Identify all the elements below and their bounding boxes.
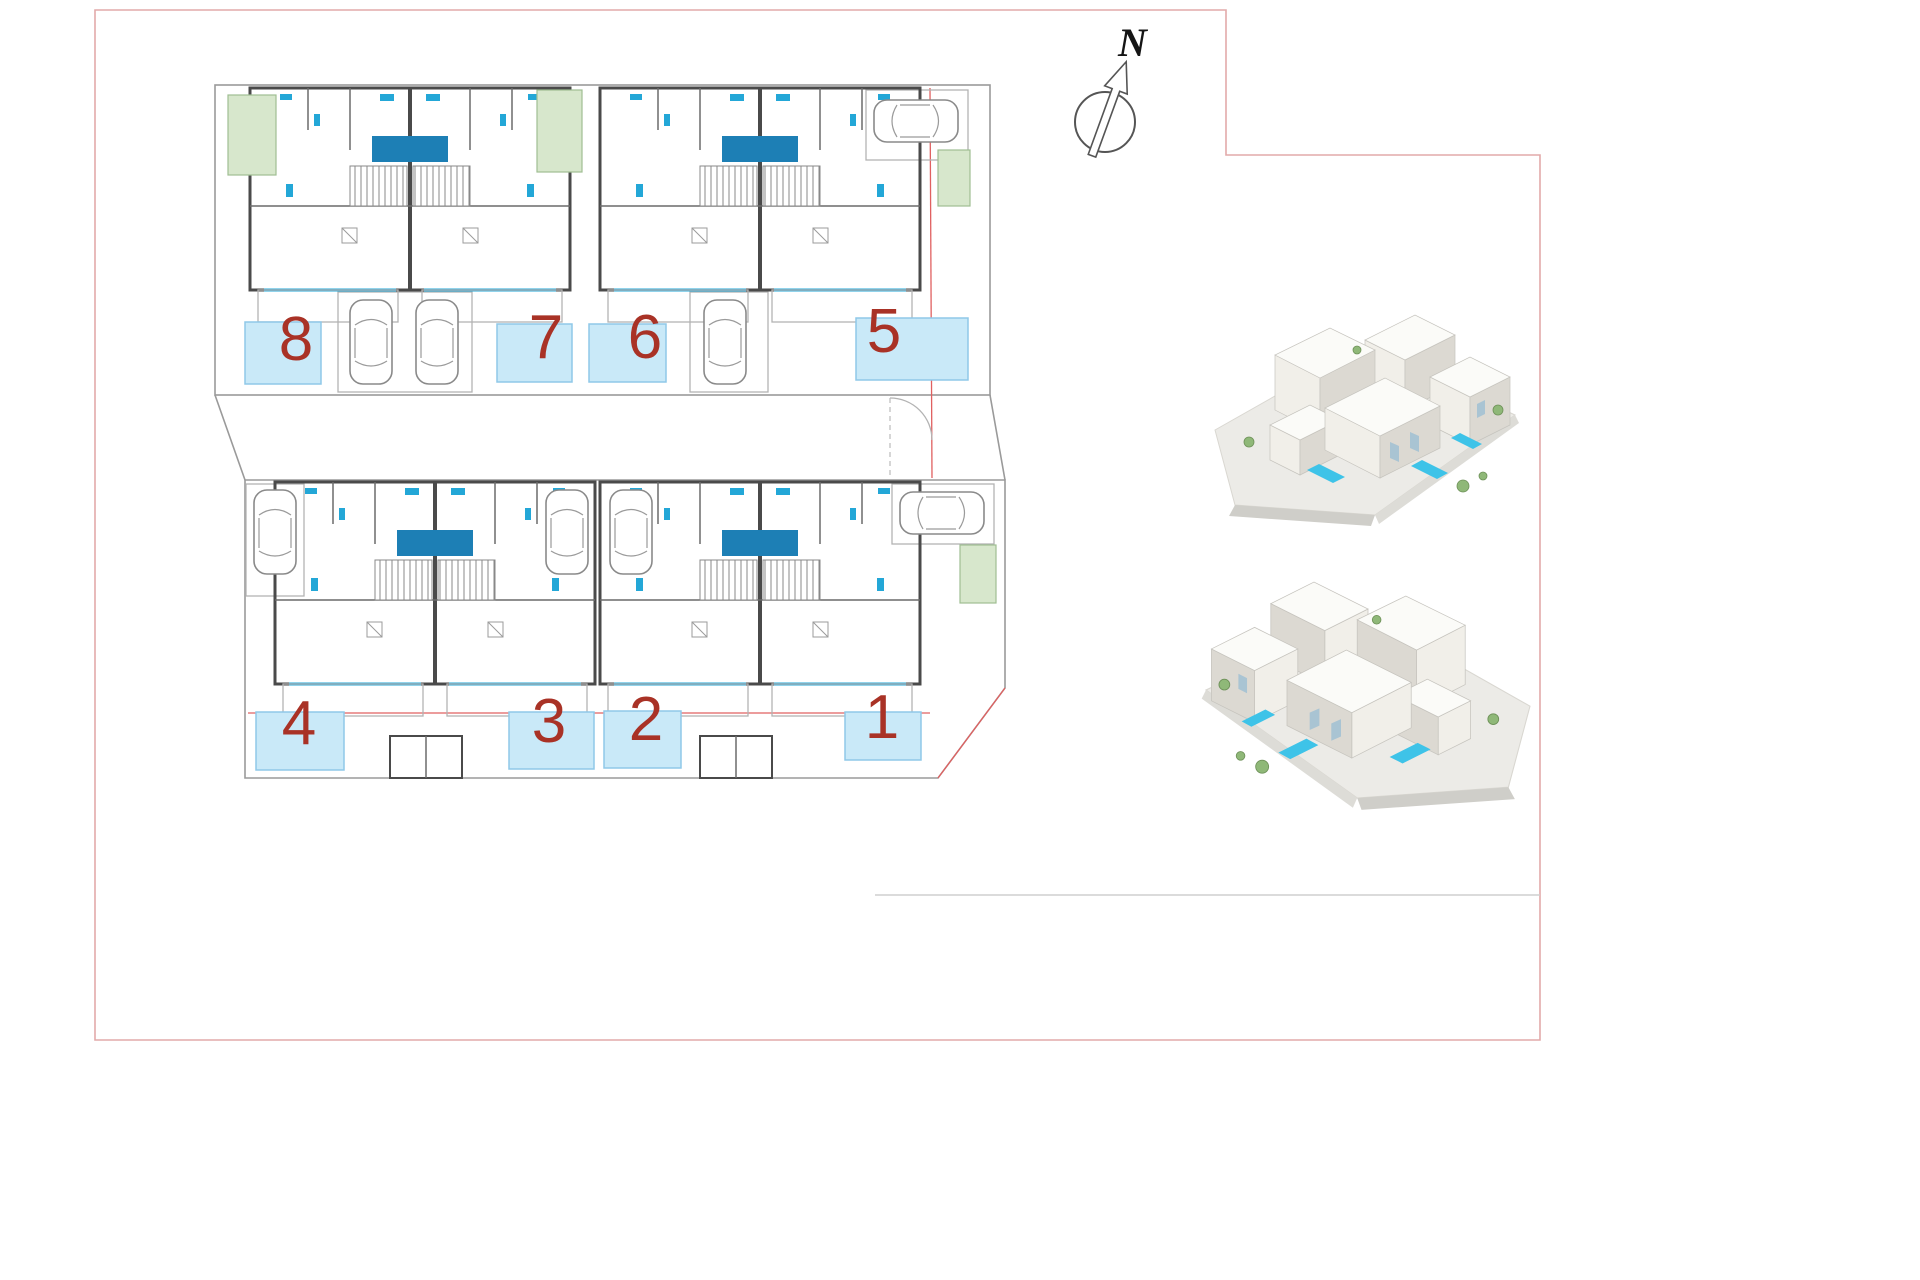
building-units-8-7 xyxy=(248,86,572,324)
pool-unit-7 xyxy=(496,323,573,383)
floor-plan: 8 7 6 5 4 3 2 1 xyxy=(214,84,1006,779)
garage-bay xyxy=(891,483,995,545)
villa-3d-render-top xyxy=(1214,314,1520,527)
pool-unit-1 xyxy=(844,711,922,761)
car-icon xyxy=(545,489,589,575)
car-icon xyxy=(253,489,297,575)
pool-unit-8 xyxy=(244,321,322,385)
pool-unit-6 xyxy=(588,323,667,383)
unit-3-label: 3 xyxy=(532,687,566,756)
unit-8-label: 8 xyxy=(279,305,313,374)
garage-bay xyxy=(337,291,473,393)
garden-patch xyxy=(959,544,997,604)
pool-unit-4 xyxy=(255,711,345,771)
garden-patch xyxy=(937,149,971,207)
north-compass: N xyxy=(1074,20,1149,159)
plot-edge-right xyxy=(989,394,1006,481)
unit-7-label: 7 xyxy=(529,303,563,372)
building-units-6-5 xyxy=(598,86,922,324)
pool-unit-5 xyxy=(855,317,969,381)
car-icon xyxy=(899,491,985,535)
plot-edge-left xyxy=(214,394,246,481)
garden-patch xyxy=(536,89,583,173)
car-icon xyxy=(609,489,653,575)
red-property-line-diagonal xyxy=(937,687,1006,779)
outbuilding xyxy=(699,735,773,779)
car-icon xyxy=(349,299,393,385)
garden-patch xyxy=(227,94,277,176)
unit-6-label: 6 xyxy=(628,303,662,372)
garage-bay xyxy=(865,89,969,161)
unit-1-label: 1 xyxy=(865,683,899,752)
outer-boundary-line xyxy=(94,9,1541,1041)
garage-bay xyxy=(689,291,769,393)
unit-2-label: 2 xyxy=(629,685,663,754)
north-arrow-icon xyxy=(1087,59,1129,159)
car-icon xyxy=(703,299,747,385)
outbuilding xyxy=(389,735,463,779)
pool-unit-2 xyxy=(603,710,682,769)
plot-outline-north xyxy=(214,84,991,396)
car-icon xyxy=(873,99,959,143)
north-label: N xyxy=(1117,20,1149,65)
unit-5-label: 5 xyxy=(867,297,901,366)
door-swing-arc xyxy=(889,397,933,441)
red-property-line-vertical xyxy=(929,87,933,479)
villa-3d-render-bottom xyxy=(1201,581,1531,811)
compass-circle-icon xyxy=(1074,91,1136,153)
car-icon xyxy=(415,299,459,385)
unit-4-label: 4 xyxy=(282,689,316,758)
pool-unit-3 xyxy=(508,711,595,770)
